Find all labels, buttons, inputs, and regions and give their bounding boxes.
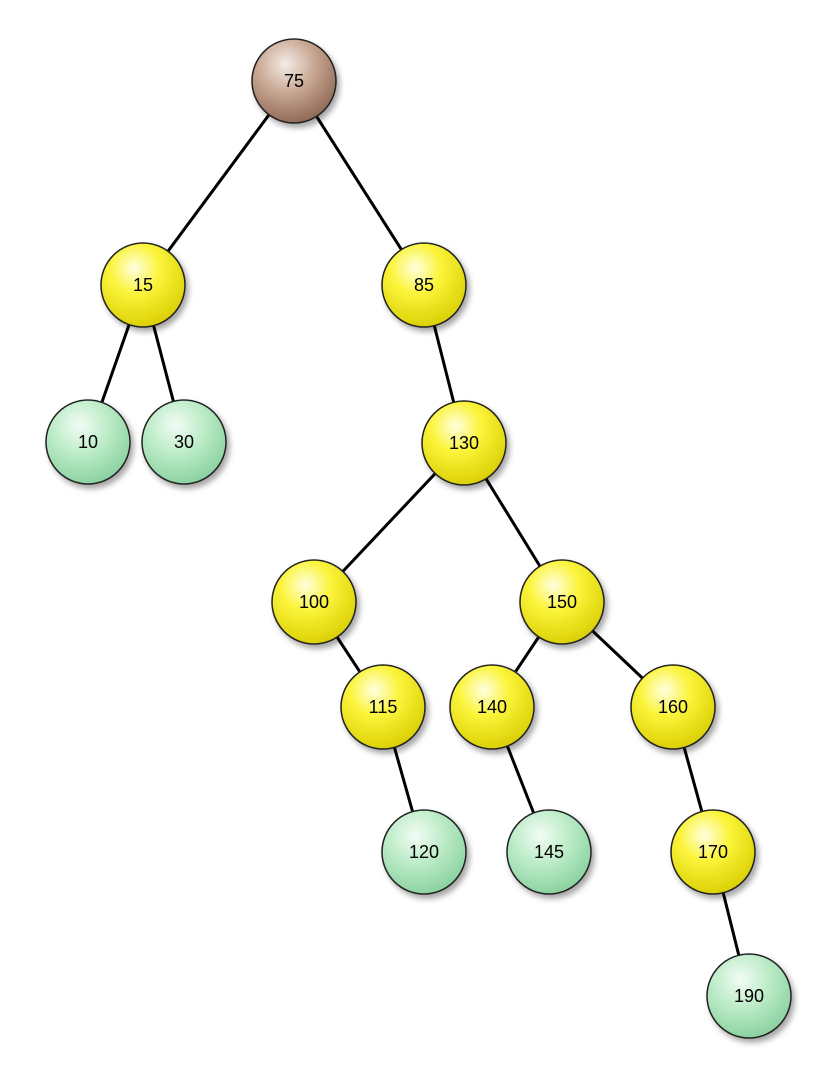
- node-label: 150: [547, 592, 577, 612]
- tree-node-115: 115: [340, 664, 426, 750]
- leaf-node-circle: [141, 399, 227, 485]
- tree-node-150: 150: [519, 559, 605, 645]
- internal-node-circle: [271, 559, 357, 645]
- internal-node-circle: [630, 664, 716, 750]
- node-label: 10: [78, 432, 98, 452]
- node-label: 100: [299, 592, 329, 612]
- tree-node-160: 160: [630, 664, 716, 750]
- leaf-node-circle: [381, 809, 467, 895]
- internal-node-circle: [670, 809, 756, 895]
- internal-node-circle: [449, 664, 535, 750]
- internal-node-circle: [100, 242, 186, 328]
- tree-node-145: 145: [506, 809, 592, 895]
- tree-node-120: 120: [381, 809, 467, 895]
- leaf-node-circle: [706, 953, 792, 1039]
- tree-node-15: 15: [100, 242, 186, 328]
- tree-node-75: 75: [251, 38, 337, 124]
- internal-node-circle: [340, 664, 426, 750]
- node-label: 145: [534, 842, 564, 862]
- node-label: 170: [698, 842, 728, 862]
- node-label: 30: [174, 432, 194, 452]
- internal-node-circle: [421, 400, 507, 486]
- node-label: 160: [658, 697, 688, 717]
- node-label: 140: [477, 697, 507, 717]
- node-label: 190: [734, 986, 764, 1006]
- tree-node-30: 30: [141, 399, 227, 485]
- leaf-node-circle: [45, 399, 131, 485]
- node-label: 130: [449, 433, 479, 453]
- tree-node-85: 85: [381, 242, 467, 328]
- tree-node-190: 190: [706, 953, 792, 1039]
- leaf-node-circle: [506, 809, 592, 895]
- node-label: 15: [133, 275, 153, 295]
- tree-node-100: 100: [271, 559, 357, 645]
- node-label: 75: [284, 71, 304, 91]
- tree-node-10: 10: [45, 399, 131, 485]
- internal-node-circle: [381, 242, 467, 328]
- node-label: 120: [409, 842, 439, 862]
- tree-node-170: 170: [670, 809, 756, 895]
- nodes-layer: 75 15 85 10 30 130 100 150 115 140 160 120 145 170 190: [45, 38, 792, 1039]
- internal-node-circle: [519, 559, 605, 645]
- root-node-circle: [251, 38, 337, 124]
- node-label: 85: [414, 275, 434, 295]
- tree-node-130: 130: [421, 400, 507, 486]
- node-label: 115: [369, 697, 398, 717]
- tree-node-140: 140: [449, 664, 535, 750]
